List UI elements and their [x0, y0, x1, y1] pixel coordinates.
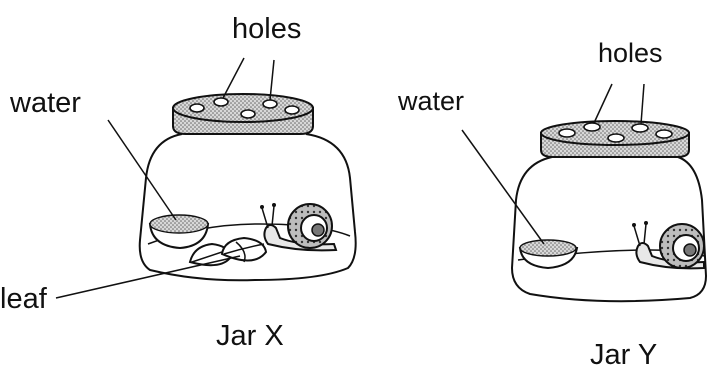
jar-x-hole: [214, 98, 228, 106]
jar-x-hole: [263, 100, 277, 108]
jar-y-holes-label: holes: [598, 38, 663, 68]
jar-x-hole: [241, 110, 255, 118]
snail-icon: [260, 203, 336, 250]
jar-x: holes water leaf Jar X: [0, 13, 356, 352]
jar-x-holes-pointer-1: [223, 58, 244, 98]
jar-y: holes water Jar Y: [397, 38, 706, 371]
jar-y-title: Jar Y: [590, 339, 657, 371]
jar-x-title: Jar X: [216, 320, 284, 352]
jar-y-holes-pointer-2: [641, 84, 644, 124]
water-dish-icon: [520, 240, 577, 268]
jar-y-hole: [632, 124, 648, 132]
jar-y-hole: [656, 130, 672, 138]
water-dish-icon: [150, 215, 208, 248]
snail-icon: [632, 221, 704, 268]
jar-x-leaf-pointer: [56, 256, 240, 298]
jar-x-hole: [285, 106, 299, 114]
jar-y-lid: [541, 121, 689, 157]
jar-y-hole: [559, 129, 575, 137]
jar-y-hole: [584, 123, 600, 131]
jar-y-holes-pointer-1: [594, 84, 612, 123]
leaf-label: leaf: [0, 283, 48, 315]
jar-y-hole: [608, 134, 624, 142]
leaf-icon: [190, 238, 266, 265]
jar-x-lid: [173, 94, 313, 134]
jar-x-hole: [190, 104, 204, 112]
jar-x-water-pointer: [108, 120, 176, 220]
jar-y-water-pointer: [462, 130, 544, 244]
jar-x-holes-pointer-2: [270, 60, 274, 100]
jar-y-water-label: water: [397, 86, 464, 116]
jar-x-water-label: water: [9, 87, 81, 119]
jar-x-holes-label: holes: [232, 13, 301, 45]
